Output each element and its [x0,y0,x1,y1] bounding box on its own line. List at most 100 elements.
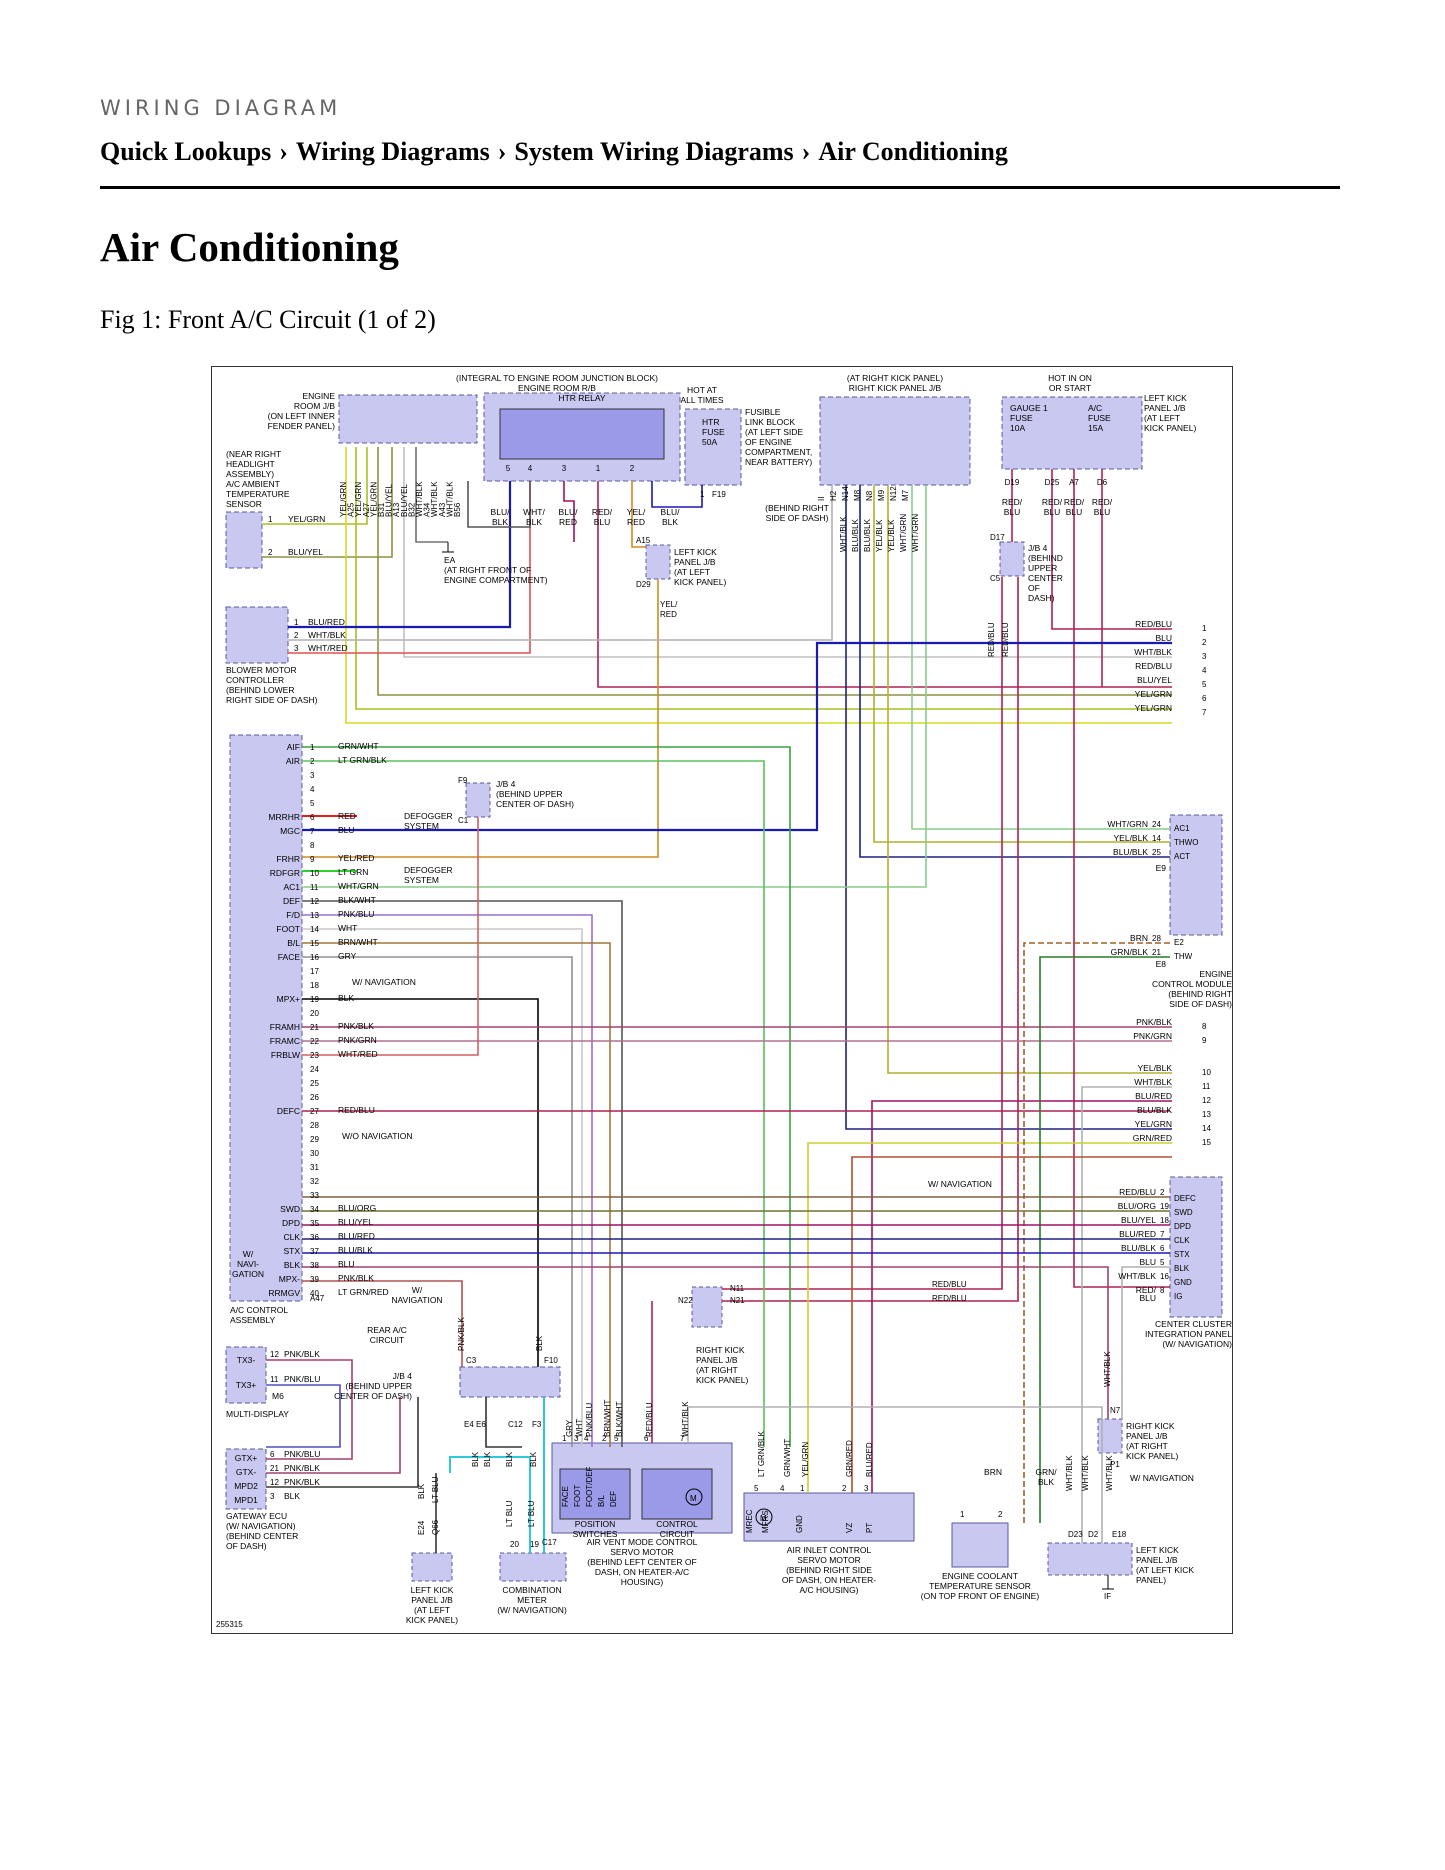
gateway-ecu-label: (BEHIND CENTER [226,1531,298,1541]
relay-pin-number: 5 [506,464,511,473]
connector-label-d23: D23 [1068,1530,1083,1539]
bus-number: 13 [1202,1110,1211,1119]
left-kick-panel-e24-label: (AT LEFT [414,1605,450,1615]
air-inlet-servo-label: SERVO MOTOR [797,1555,860,1565]
ac-pin-wire: PNK/BLU [338,909,374,919]
connector-label-a47: A47 [310,1294,325,1303]
ecm-pin-number: 24 [1152,820,1161,829]
breadcrumb-item-system-wiring-diagrams[interactable]: System Wiring Diagrams [514,137,794,166]
ambient-sensor-label: ASSEMBLY) [226,469,274,479]
jb4-f9-label: J/B 4 [496,779,516,789]
air-inlet-servo-label: OF DASH, ON HEATER- [782,1575,876,1585]
rkp-wire-label: BLU/BLK [851,518,860,552]
inlet-terminal-label: MREC [745,1509,754,1533]
left-kick-jb-label: PANEL J/B [1144,403,1186,413]
engine-room-jb-terminal: WHT/BLK [415,481,424,517]
rkp-wire-label: WHT/GRN [911,514,920,552]
header-divider [100,186,1340,189]
ac-pin-name: AIR [286,756,300,766]
connector-label-d17: D17 [990,533,1005,542]
vertical-label-ltblu_19: LT BLU [527,1500,536,1527]
ac-pin-wire: WHT/GRN [338,881,379,891]
gauge-fuse-label: FUSE [1010,413,1033,423]
connector-label-f9: F9 [458,776,468,785]
rkp-wire-label: WHT/BLK [839,516,848,552]
relay-wire-label: BLK [526,517,542,527]
connector-label-d2: D2 [1088,1530,1099,1539]
ac-pin-number: 30 [310,1149,319,1158]
ac-pin-name: SWD [280,1204,300,1214]
ac-pin-name: AIF [287,742,300,752]
gateway-ecu-box [225,1448,267,1510]
ac-fuse-label: FUSE [1088,413,1111,423]
ac-pin-number: 39 [310,1275,319,1284]
vertical-label-whtblk_d2: WHT/BLK [1081,1455,1090,1491]
relay-wire-label: BLK [492,517,508,527]
bus-wire-label: PNK/GRN [1133,1031,1172,1041]
ac-pin-number: 4 [310,785,315,794]
cluster-pin-name: DEFC [1174,1194,1196,1203]
ac-pin-number: 27 [310,1107,319,1116]
servo-pin-number: 1 [562,1434,567,1443]
inlet-terminal-label: VZ [845,1523,854,1533]
wire-bus-14 [807,1142,1172,1493]
cluster-pin-number: 8 [1160,1286,1165,1295]
ac-pin-number: 38 [310,1261,319,1270]
jb4-d17-label: CENTER [1028,573,1063,583]
ac-pin-number: 31 [310,1163,319,1172]
left-kick-panel-e24-label: LEFT KICK [411,1585,454,1595]
ect-pin-number: 2 [998,1510,1003,1519]
jb4-c3-label: CENTER OF DASH) [334,1391,412,1401]
servo-motor-icon [685,1488,703,1506]
behind-right-side-dash-label: SIDE OF DASH) [766,513,829,523]
sensor-pin-wire: YEL/GRN [288,514,325,524]
breadcrumb-item-air-conditioning[interactable]: Air Conditioning [818,137,1008,166]
connector-label-n7: N7 [1110,1406,1121,1415]
ground-ea-label: ENGINE COMPARTMENT) [444,575,548,585]
cluster-pin-wire: WHT/BLK [1118,1271,1156,1281]
wire-blower-wht-blk [288,485,833,641]
cluster-pin-name: STX [1174,1250,1190,1259]
left-kick-panel-d23-label: (AT LEFT KICK [1136,1565,1194,1575]
ac-pin-number: 21 [310,1023,319,1032]
relay-wire-label: BLU/ [491,507,511,517]
wire-sensor-blu-yel [262,447,393,558]
breadcrumb-item-quick-lookups[interactable]: Quick Lookups [100,137,272,166]
gateway-pin-wire: PNK/BLK [284,1477,320,1487]
wire-ecm-brn [1023,942,1170,1523]
breadcrumb-separator: › [497,137,507,166]
bus-wire-label: YEL/BLK [1138,1063,1173,1073]
ecm-pin-name: ACT [1174,852,1190,861]
bus-number: 4 [1202,666,1207,675]
vertical-label-ltblu_q66: LT BLU [431,1476,440,1503]
ac-pin-name: STX [283,1246,300,1256]
ac-fuse-label: A/C [1088,403,1102,413]
ac-pin-number: 10 [310,869,319,878]
sensor-pin-number: 1 [268,515,273,524]
wire-frhr-yel-red [302,579,659,858]
jb4-c3-label: J/B 4 [393,1371,413,1381]
rkp-wire-label: BLU/BLK [863,518,872,552]
jb4-d17-label: UPPER [1028,563,1057,573]
ect-pin-number: 1 [960,1510,965,1519]
ac-pin-name: FRBLW [271,1050,300,1060]
breadcrumb-item-wiring-diagrams[interactable]: Wiring Diagrams [295,137,490,166]
ac-pin-number: 9 [310,855,315,864]
htr-fuse-label: HTR [702,417,719,427]
wire-relay-yel-red [631,481,646,548]
fuse-connector: D19 [1005,478,1020,487]
w-navigation-p1-label: W/ NAVIGATION [1130,1473,1194,1483]
left-kick-jb-label: LEFT KICK [1144,393,1187,403]
blower-pin-number: 1 [294,618,299,627]
ac-pin-number: 28 [310,1121,319,1130]
sensor-pin-number: 2 [268,548,273,557]
gateway-pin-number: 12 [270,1478,279,1487]
bus-wire-label: BLU/YEL [1137,675,1172,685]
ac-pin-number: 34 [310,1205,319,1214]
ect-sensor-label: (ON TOP FRONT OF ENGINE) [921,1591,1040,1601]
right-kick-panel-n22-label: KICK PANEL) [696,1375,748,1385]
servo-pin-number: 4 [584,1434,589,1443]
connector-label-e18: E18 [1112,1530,1127,1539]
inlet-wire-label: BLU/RED [865,1442,874,1477]
jb4-f9-box [465,782,491,818]
